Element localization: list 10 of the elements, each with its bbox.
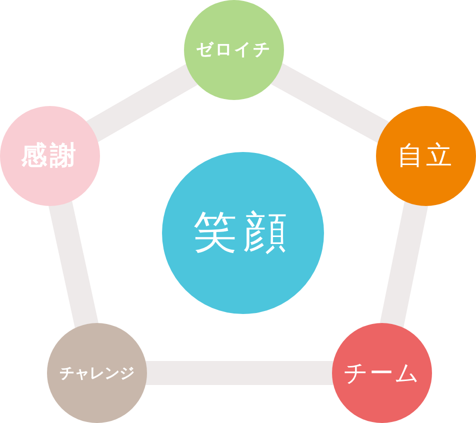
connector-line xyxy=(86,64,198,142)
connector-line xyxy=(146,361,334,385)
connector-line xyxy=(48,200,98,328)
circle-label: ゼロイチ xyxy=(196,42,272,58)
connector-line xyxy=(270,62,390,144)
connector-line xyxy=(380,201,428,328)
circle-label: チャレンジ xyxy=(60,366,134,380)
circle-label: チーム xyxy=(344,361,420,385)
circle-label: 笑顔 xyxy=(193,211,293,255)
circle-label: 自立 xyxy=(397,143,455,169)
